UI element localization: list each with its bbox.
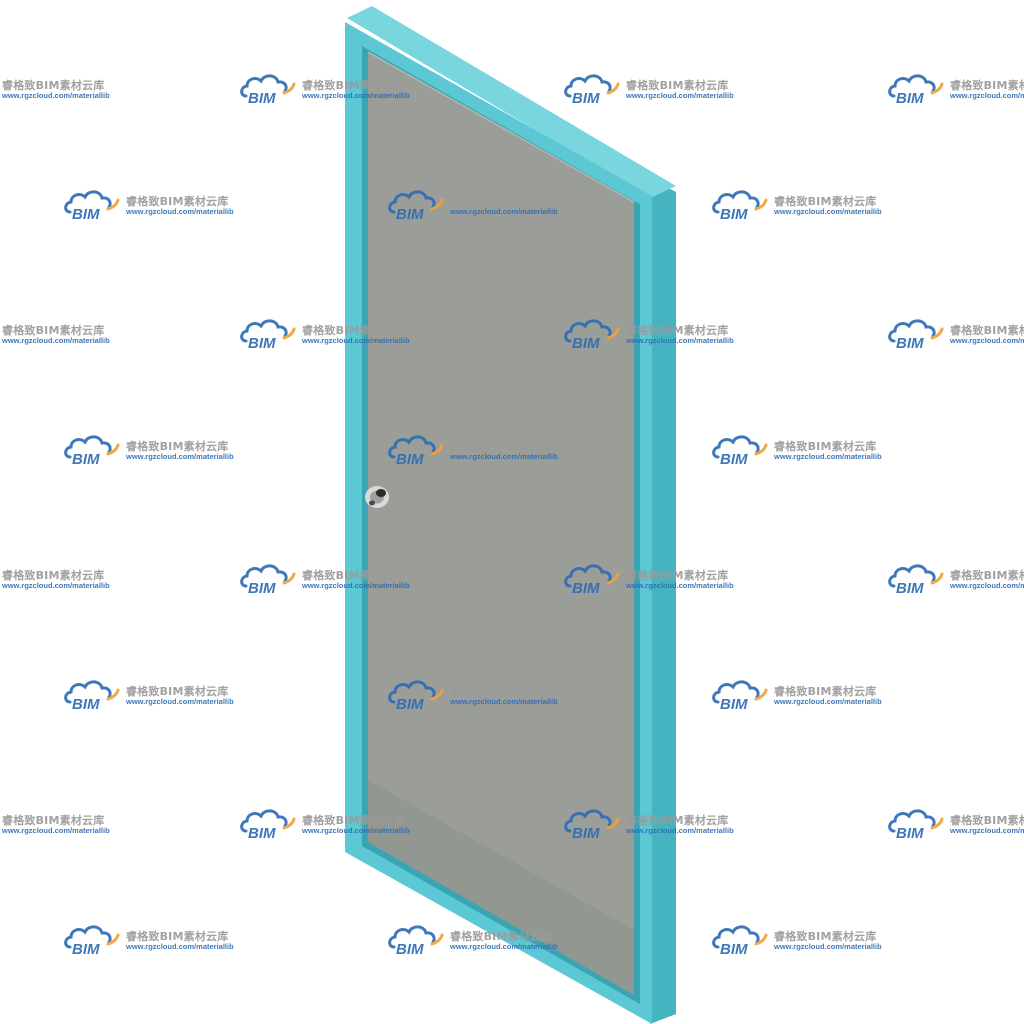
door-leaf-shade: [368, 780, 634, 995]
door-frame-side: [650, 178, 676, 1024]
door-frame-top: [347, 6, 676, 198]
door-handle: [365, 486, 389, 508]
door-leaf: [368, 52, 634, 995]
door-leaf-edge: [367, 51, 635, 203]
